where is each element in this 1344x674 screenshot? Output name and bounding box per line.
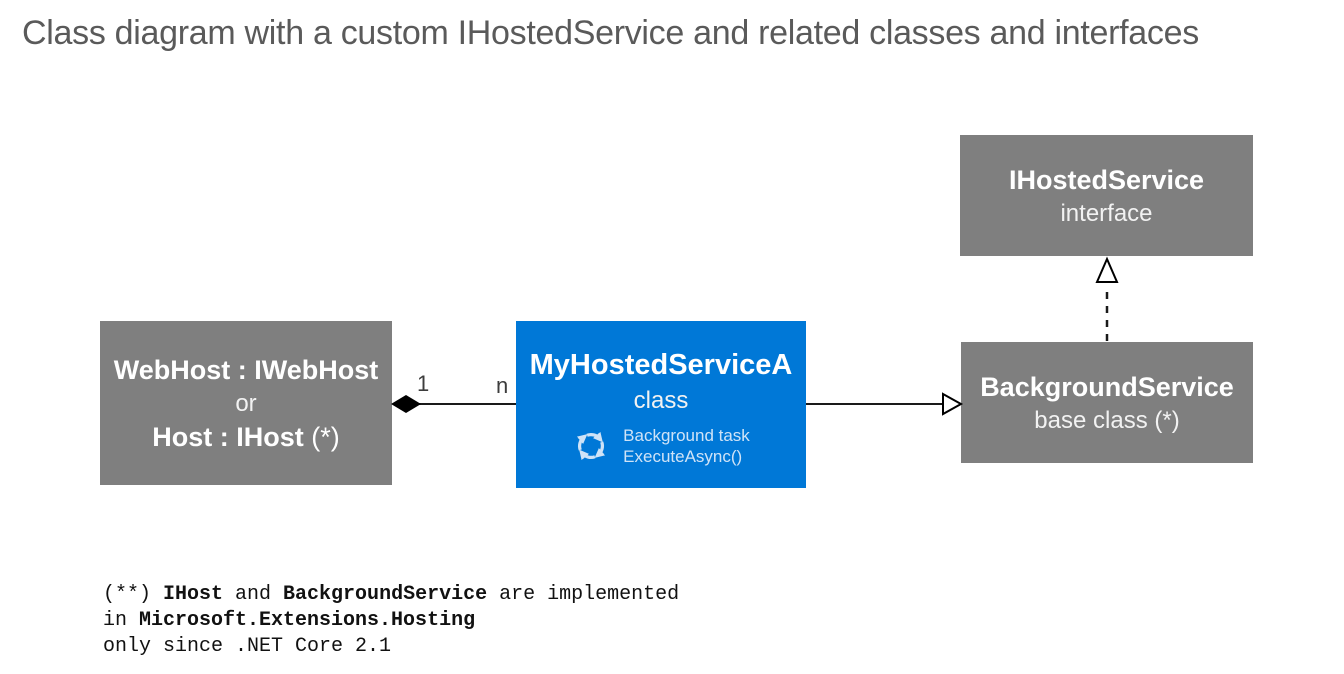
executeasync-label: ExecuteAsync() <box>623 446 743 466</box>
composition-diamond-icon <box>391 395 421 413</box>
webhost-class-box: WebHost : IWebHost or Host : IHost (*) <box>100 321 392 485</box>
myhostedservicea-class-box: MyHostedServiceA class Background task <box>516 321 806 488</box>
host-class-name-note: (*) <box>303 421 340 452</box>
ihostedservice-stereotype: interface <box>1060 200 1153 227</box>
webhost-or-label: or <box>235 389 257 417</box>
footnote-segment: (**) <box>103 583 164 606</box>
footnote: (**) IHost and BackgroundService are imp… <box>103 582 679 660</box>
multiplicity-one-label: 1 <box>417 371 430 396</box>
page-title: Class diagram with a custom IHostedServi… <box>22 14 1199 52</box>
host-class-name: Host : IHost (*) <box>152 419 340 455</box>
footnote-segment-ihost: IHost <box>163 583 224 606</box>
realization-arrowhead-icon <box>1095 256 1119 283</box>
backgroundservice-class-box: BackgroundService base class (*) <box>961 342 1253 463</box>
footnote-segment: are implemented <box>487 583 680 606</box>
ihostedservice-name: IHostedService <box>1008 165 1205 195</box>
multiplicity-n-label: n <box>496 373 509 398</box>
myhostedservicea-class-name: MyHostedServiceA <box>529 348 793 381</box>
footnote-line-1: (**) IHost and BackgroundService are imp… <box>103 582 679 608</box>
inheritance-arrowhead-icon <box>942 392 964 416</box>
footnote-line-2: in Microsoft.Extensions.Hosting <box>103 608 679 634</box>
background-task-label: Background task <box>623 425 750 445</box>
footnote-segment: and <box>223 583 284 606</box>
footnote-segment-namespace: Microsoft.Extensions.Hosting <box>139 609 476 632</box>
footnote-segment: only since .NET Core 2.1 <box>103 635 392 658</box>
webhost-class-name: WebHost : IWebHost <box>113 354 379 385</box>
footnote-segment: in <box>103 609 140 632</box>
background-task-text: Background task ExecuteAsync() <box>623 425 750 467</box>
sync-arrows-icon <box>577 431 606 460</box>
footnote-segment-backgroundservice: BackgroundService <box>283 583 488 606</box>
footnote-line-3: only since .NET Core 2.1 <box>103 634 679 660</box>
myhostedservicea-stereotype: class <box>633 386 689 414</box>
host-class-name-bold: Host : IHost <box>152 421 304 452</box>
ihostedservice-interface-box: IHostedService interface <box>960 135 1253 256</box>
backgroundservice-name: BackgroundService <box>980 372 1234 402</box>
backgroundservice-stereotype: base class (*) <box>1034 407 1180 434</box>
background-task-row: Background task ExecuteAsync() <box>572 425 750 467</box>
